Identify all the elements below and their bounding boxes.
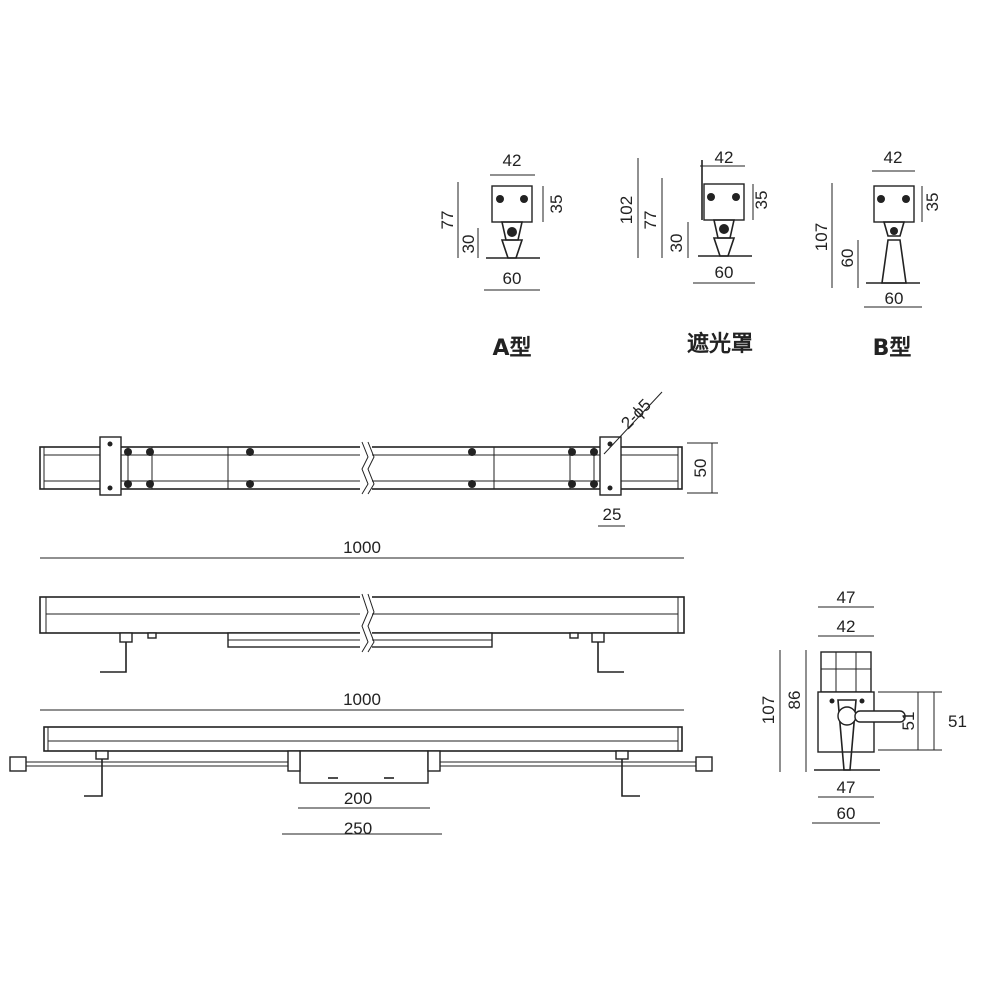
end-view-width-inner: 42 xyxy=(837,617,856,636)
b-type-height-total: 107 xyxy=(812,223,831,251)
top-view: 2-ϕ5 50 25 1000 xyxy=(39,391,718,559)
top-view-hole-label: 2-ϕ5 xyxy=(617,395,655,433)
shade-height-total: 102 xyxy=(617,196,636,224)
end-view-width-outer: 47 xyxy=(837,588,856,607)
b-type-profile: 42 107 60 35 60 B型 xyxy=(812,148,942,361)
shade-width-top: 42 xyxy=(715,148,734,167)
side-view: 1000 xyxy=(39,592,685,711)
shade-height-mid: 77 xyxy=(641,211,660,230)
end-view-base-width: 60 xyxy=(837,804,856,823)
end-view-height-mount: 51 xyxy=(948,712,967,731)
a-type-height-stand: 30 xyxy=(459,235,478,254)
top-view-bracket-width: 25 xyxy=(603,505,622,524)
shade-base-width: 60 xyxy=(715,263,734,282)
end-view-height-bracket: 51 xyxy=(899,712,918,731)
side-view-length: 1000 xyxy=(343,690,381,709)
a-type-profile: 42 77 30 35 60 A型 xyxy=(438,151,566,361)
bottom-view: 200 250 xyxy=(9,726,713,838)
a-type-base-width: 60 xyxy=(503,269,522,288)
end-view: 47 42 107 86 51 51 47 60 xyxy=(759,588,967,824)
end-view-base-inner: 47 xyxy=(837,778,856,797)
end-view-height-total: 107 xyxy=(759,696,778,724)
driver-total: 250 xyxy=(344,819,372,838)
driver-width: 200 xyxy=(344,789,372,808)
top-view-height: 50 xyxy=(691,459,710,478)
top-view-length: 1000 xyxy=(343,538,381,557)
shade-height-stand: 30 xyxy=(667,234,686,253)
a-type-height-total: 77 xyxy=(438,211,457,230)
shade-profile: 42 102 77 30 35 60 遮光罩 xyxy=(617,148,771,357)
b-type-base-width: 60 xyxy=(885,289,904,308)
b-type-caption: B型 xyxy=(873,336,912,361)
shade-caption: 遮光罩 xyxy=(687,331,753,357)
a-type-height-head: 35 xyxy=(547,195,566,214)
b-type-height-stand: 60 xyxy=(838,249,857,268)
shade-height-head: 35 xyxy=(752,191,771,210)
a-type-caption: A型 xyxy=(492,336,531,361)
end-view-height-body: 86 xyxy=(785,691,804,710)
b-type-width-top: 42 xyxy=(884,148,903,167)
a-type-width-top: 42 xyxy=(503,151,522,170)
b-type-height-head: 35 xyxy=(923,193,942,212)
